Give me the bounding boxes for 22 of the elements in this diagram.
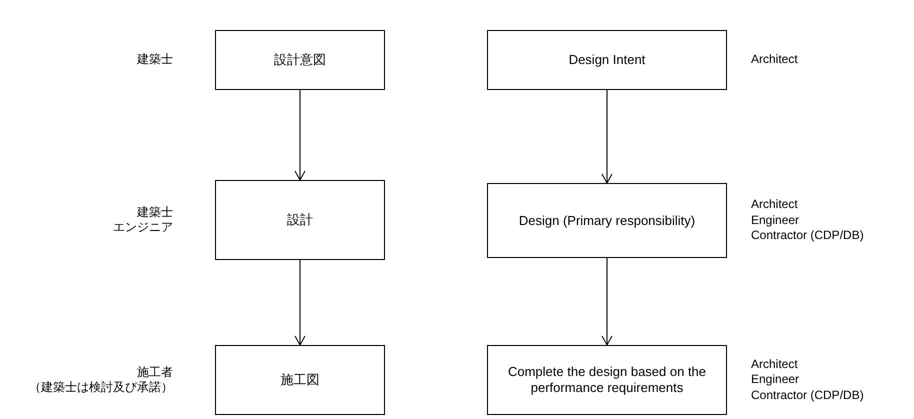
role-label: 建築士 [137, 204, 173, 220]
box-text: 設計意図 [274, 52, 326, 68]
arrow [294, 90, 306, 180]
box-text: Design Intent [568, 52, 646, 68]
role-label: 施工者 [137, 364, 173, 380]
role-label: Architect [751, 356, 798, 372]
role-label: Architect [751, 197, 798, 213]
arrow [602, 258, 612, 346]
role-label: （建築士は検討及び承諾） [29, 380, 173, 396]
role-label: Engineer [751, 212, 800, 228]
box-text: 施工図 [280, 372, 320, 388]
box-text: Complete the design based on the performance requirements [506, 364, 708, 396]
arrow [294, 260, 306, 346]
role-label: Contractor (CDP/DB) [751, 228, 864, 244]
role-label: エンジニア [113, 220, 173, 236]
box-text: Design (Primary responsibility) [518, 212, 696, 228]
box-text: 設計 [287, 212, 313, 228]
role-label: Engineer [751, 372, 800, 388]
arrow [602, 90, 612, 184]
role-label: 建築士 [137, 52, 173, 68]
role-label: Contractor (CDP/DB) [751, 388, 864, 404]
role-label: Architect [751, 52, 798, 68]
